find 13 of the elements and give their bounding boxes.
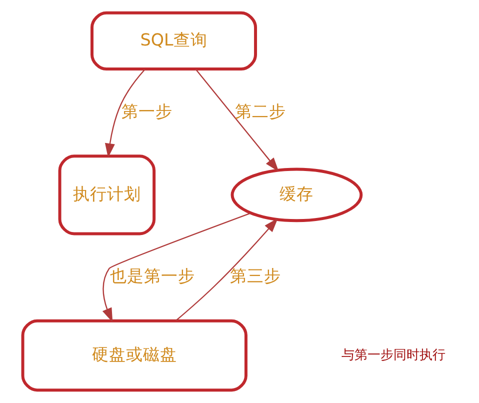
node-ellipse: 缓存	[230, 168, 362, 222]
node-box: 硬盘或磁盘	[20, 319, 247, 392]
arrow	[175, 218, 278, 322]
node-box: SQL查询	[90, 11, 256, 70]
arrow	[102, 212, 250, 322]
edge-label: 第三步	[230, 266, 281, 286]
label: 与第一步同时执行	[340, 348, 445, 363]
node-box: 执行计划	[58, 154, 156, 236]
edge-label: 第二步	[234, 100, 286, 121]
edge-label: 第一步	[120, 100, 172, 121]
edge-label: 也是第一步	[109, 266, 194, 286]
arrow	[194, 68, 278, 172]
arrow	[104, 68, 145, 158]
